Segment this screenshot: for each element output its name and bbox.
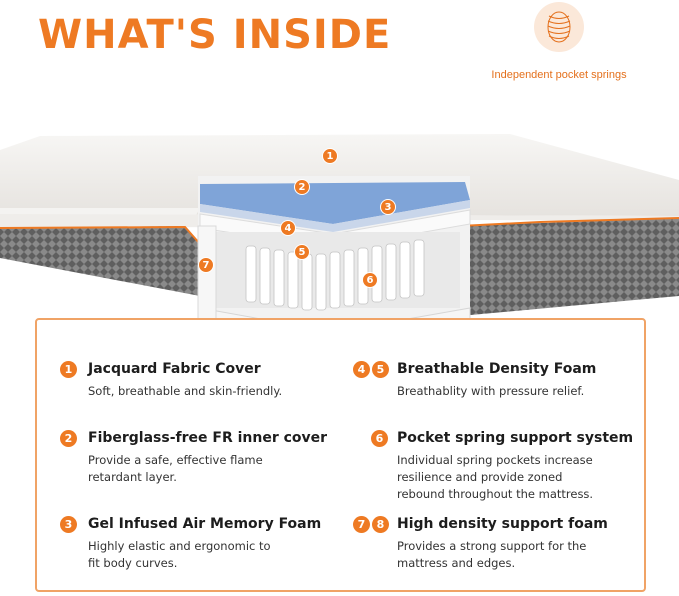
feature-description: Provides a strong support for the mattre…	[397, 539, 587, 570]
number-icon: 6	[371, 429, 388, 447]
feature-description: Breathablity with pressure relief.	[397, 384, 585, 398]
feature-description: Soft, breathable and skin-friendly.	[88, 384, 283, 398]
number-icon: 5	[372, 360, 389, 378]
feature-title: Jacquard Fabric Cover	[88, 361, 261, 377]
number-icon: 2	[60, 429, 77, 447]
layer-badge: 5	[294, 244, 310, 260]
layer-badge: 6	[362, 272, 378, 288]
number-icon: 1	[60, 360, 77, 378]
feature-title: Breathable Density Foam	[397, 361, 597, 377]
layer-badge: 4	[280, 220, 296, 236]
feature-fr-inner-cover: 2 Fiberglass-free FR inner cover Provide…	[60, 427, 350, 486]
feature-title: High density support foam	[397, 516, 608, 532]
feature-gel-memory-foam: 3 Gel Infused Air Memory Foam Highly ela…	[60, 513, 350, 572]
feature-density-foam: 4 5 Breathable Density Foam Breathablity…	[353, 358, 638, 400]
layer-badge: 3	[380, 199, 396, 215]
feature-description: Individual spring pockets increase resil…	[397, 453, 594, 501]
feature-description: Provide a safe, effective flame retardan…	[88, 453, 263, 484]
feature-title: Pocket spring support system	[397, 430, 634, 446]
feature-description: Highly elastic and ergonomic to fit body…	[88, 539, 271, 570]
number-icon: 4	[353, 360, 370, 378]
layer-badge: 2	[294, 179, 310, 195]
layer-badge: 7	[198, 257, 214, 273]
feature-title: Fiberglass-free FR inner cover	[88, 430, 328, 446]
feature-title: Gel Infused Air Memory Foam	[88, 516, 322, 532]
feature-support-foam: 7 8 High density support foam Provides a…	[353, 513, 638, 572]
mattress-illustration: 1 2 3 4 5 6 7 8	[0, 96, 679, 346]
number-icon: 8	[372, 515, 389, 533]
number-icon: 3	[60, 515, 77, 533]
features-panel: 1 Jacquard Fabric Cover Soft, breathable…	[35, 318, 646, 592]
layer-badge: 1	[322, 148, 338, 164]
spring-caption: Independent pocket springs	[491, 69, 627, 81]
number-icon: 7	[353, 515, 370, 533]
feature-jacquard-cover: 1 Jacquard Fabric Cover Soft, breathable…	[60, 358, 330, 400]
page-title: WHAT'S INSIDE	[38, 12, 392, 58]
pocket-spring-icon	[534, 2, 584, 52]
feature-pocket-spring-system: 6 Pocket spring support system Individua…	[353, 427, 638, 503]
